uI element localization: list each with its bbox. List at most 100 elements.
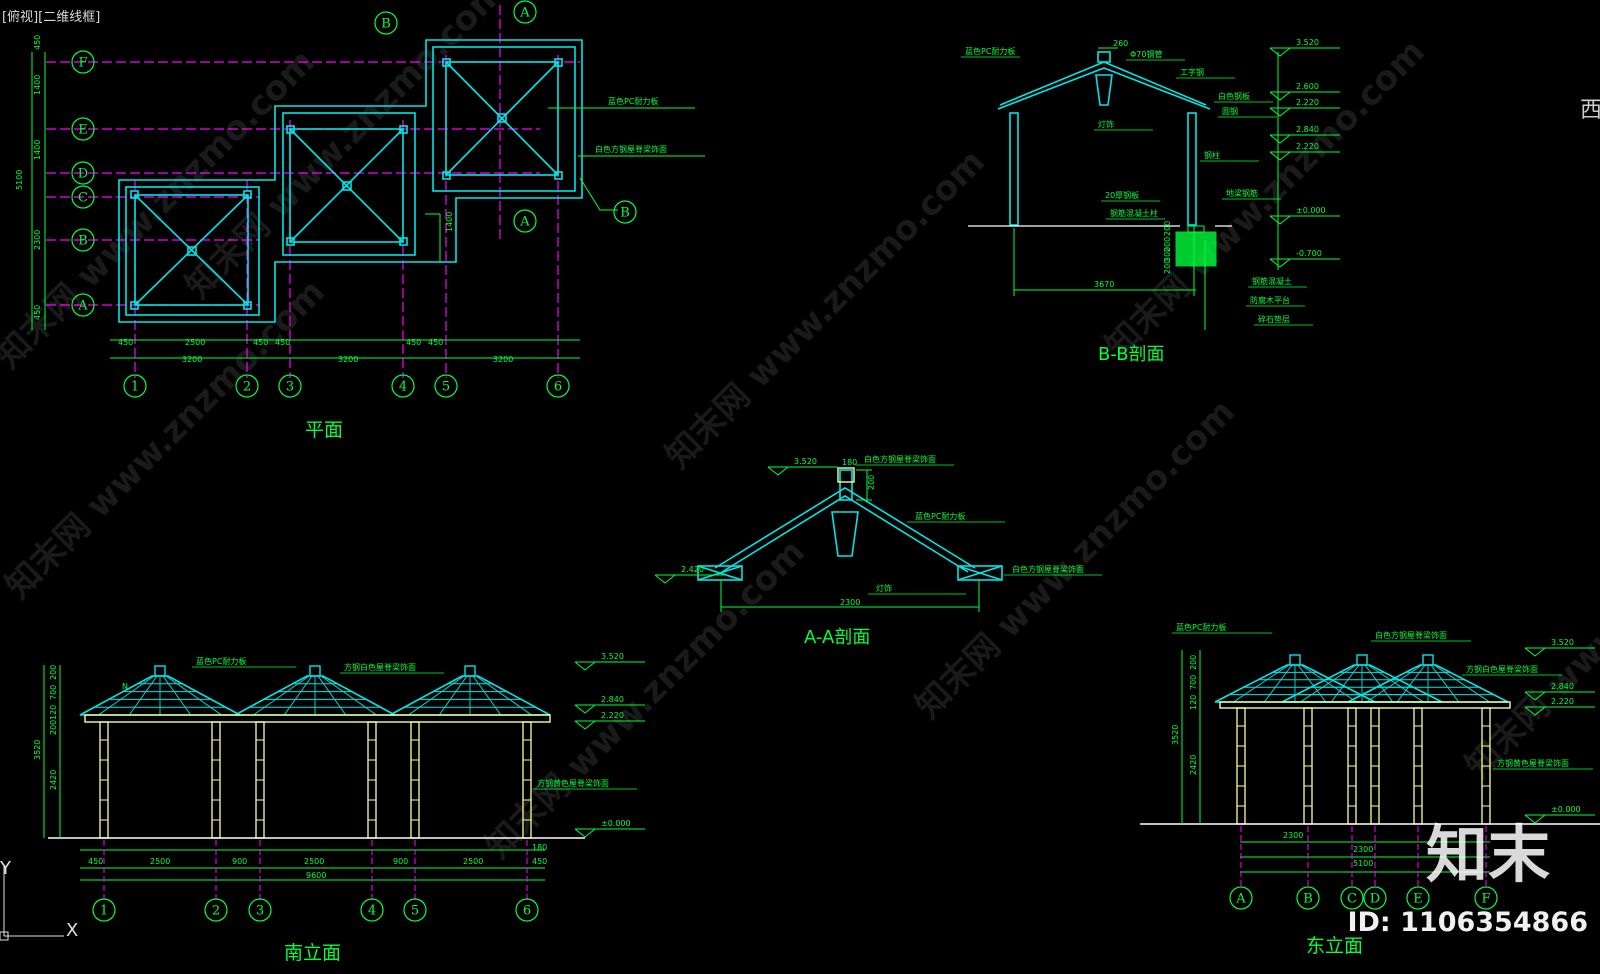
bb-level: 3.520 (1269, 38, 1340, 57)
plan-callout-ridge: 白色方钢屋脊梁饰面 (595, 144, 667, 154)
plan-row-axis-B[interactable]: B (71, 228, 95, 252)
plan-row-axis-F-label: F (78, 56, 87, 71)
east-row-axis-E-label: E (1413, 892, 1423, 907)
plan-view[interactable] (31, 5, 705, 378)
plan-left-dim: 1400 (33, 140, 42, 160)
plan-row-axis-E[interactable]: E (71, 117, 95, 141)
plan-row-axis-A[interactable]: A (71, 293, 95, 317)
plan-col-axis-5-label: 5 (442, 380, 450, 395)
ucs-y-axis-label: Y (0, 858, 11, 879)
bb-left-dim: 200 (1163, 259, 1172, 274)
section-bb[interactable] (968, 47, 1279, 330)
plan-row-axis-C-label: C (78, 191, 88, 206)
south-col-axis-6[interactable]: 6 (515, 898, 539, 922)
plan-title: 平面 (305, 419, 343, 441)
plan-col-axis-5[interactable]: 5 (434, 374, 458, 398)
bb-note: 白色钢板 (1218, 91, 1250, 101)
plan-col-axis-4[interactable]: 4 (391, 374, 415, 398)
south-bottom-dim: 2500 (150, 857, 170, 866)
plan-col-axis-1[interactable]: 1 (123, 374, 147, 398)
viewcube-side-label[interactable]: 西 (1579, 98, 1600, 123)
east-note: 方钢黄色屋脊梁饰面 (1497, 758, 1569, 768)
bb-level: 2.220 (1269, 142, 1340, 161)
south-col-axis-5-label: 5 (411, 904, 419, 919)
plan-section-mark-a-bottom[interactable]: A (513, 209, 537, 233)
east-row-axis-B[interactable]: B (1296, 886, 1320, 910)
aa-level-eave: 2.420 (654, 565, 725, 584)
south-left-dim: 700 (49, 685, 58, 700)
east-roof-3 (1347, 654, 1509, 703)
plan-row-axis-F[interactable]: F (71, 50, 95, 74)
plan-col-axis-2[interactable]: 2 (235, 374, 259, 398)
east-row-axis-C[interactable]: C (1340, 886, 1364, 910)
south-col-axis-3[interactable]: 3 (248, 898, 272, 922)
viewport-label[interactable]: [俯视][二维线框] (2, 10, 101, 25)
level-value: 2.840 (1296, 125, 1319, 134)
plan-left-dim: 450 (33, 305, 42, 320)
east-note: 白色方钢屋脊梁饰面 (1375, 630, 1447, 640)
plan-col-axis-2-label: 2 (243, 380, 251, 395)
plan-col-axis-3[interactable]: 3 (278, 374, 302, 398)
level-value: 2.840 (1551, 682, 1574, 691)
plan-section-mark-a-top[interactable]: A (513, 0, 537, 24)
aa-note: 灯饰 (876, 583, 892, 593)
south-col-axis-5[interactable]: 5 (403, 898, 427, 922)
south-bottom-dim: 900 (232, 857, 247, 866)
bb-note: 蓝色PC耐力板 (965, 46, 1015, 56)
plan-row-axis-D[interactable]: D (71, 161, 95, 185)
level-value: ±0.000 (1296, 206, 1326, 215)
plan-col-axis-6[interactable]: 6 (546, 374, 570, 398)
watermark-text: 知末网 www.znzmo.com (1458, 452, 1600, 787)
aa-top-dim: 180 (842, 458, 857, 467)
plan-row-axis-A-label: A (77, 299, 88, 314)
east-left-dim: 120 (1189, 695, 1198, 710)
bb-left-dim: 200 (1163, 237, 1172, 252)
plan-left-total: 5100 (15, 170, 24, 190)
south-roof-1 (79, 665, 241, 716)
east-left-dim: 200 (1189, 655, 1198, 670)
bb-level: ±0.000 (1269, 206, 1340, 225)
east-row-axis-A[interactable]: A (1229, 886, 1253, 910)
east-row-axis-F[interactable]: F (1474, 886, 1498, 910)
east-row-axis-B-label: B (1303, 892, 1313, 907)
plan-inner-dim: 1400 (445, 212, 454, 232)
plan-col-axis-3-label: 3 (286, 380, 294, 395)
bb-note: 碎石垫层 (1258, 314, 1290, 324)
plan-left-dim: 450 (33, 35, 42, 50)
plan-row-axis-C[interactable]: C (71, 185, 95, 209)
south-bottom-dim: 2500 (463, 857, 483, 866)
south-left-dim: 200 (49, 720, 58, 735)
level-value: 2.220 (601, 711, 624, 720)
south-col-axis-2[interactable]: 2 (204, 898, 228, 922)
aa-note: 蓝色PC耐力板 (915, 511, 965, 521)
south-note: 方钢黄色屋脊梁饰面 (537, 778, 609, 788)
plan-col-axis-1-label: 1 (131, 380, 139, 395)
east-column (1347, 707, 1357, 825)
south-level: ±0.000 (574, 819, 645, 838)
plan-section-mark-b-bottom[interactable]: B (613, 200, 637, 224)
section-aa[interactable] (697, 467, 1003, 612)
east-level: 2.220 (1524, 697, 1595, 716)
bb-note: 20厚钢板 (1105, 190, 1139, 200)
bb-note: 圆钢 (1222, 106, 1238, 116)
ucs-x-axis-label: X (66, 920, 79, 941)
south-left-dim: 120 (49, 705, 58, 720)
plan-left-dim: 1400 (33, 75, 42, 95)
east-bottom-dim: 5100 (1353, 859, 1373, 868)
south-col-axis-1[interactable]: 1 (92, 898, 116, 922)
south-col-axis-4[interactable]: 4 (360, 898, 384, 922)
east-row-axis-E[interactable]: E (1406, 886, 1430, 910)
south-col-axis-1-label: 1 (100, 904, 108, 919)
south-leg-dim: 180 (532, 843, 547, 852)
south-column (99, 721, 109, 839)
east-eave-beam (1219, 701, 1511, 709)
plan-section-mark-b-top[interactable]: B (374, 11, 398, 35)
south-bottom-dim: 2500 (304, 857, 324, 866)
plan-section-mark-a-top-label: A (519, 6, 530, 21)
east-row-axis-D[interactable]: D (1363, 886, 1387, 910)
